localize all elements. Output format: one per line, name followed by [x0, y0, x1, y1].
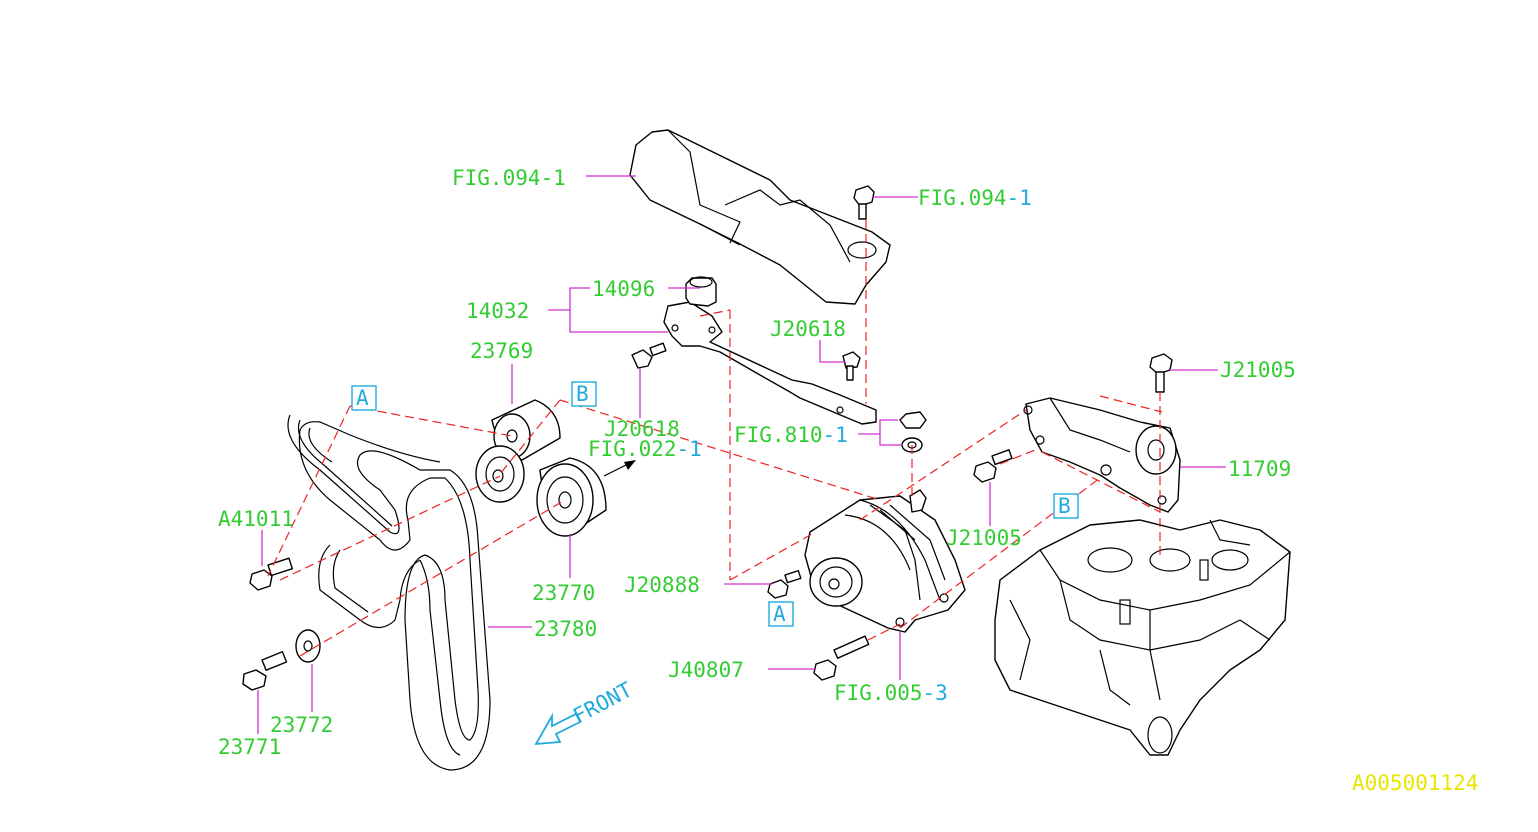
bracket-11709-drawing — [1023, 397, 1181, 513]
bolt-j20888-drawing — [767, 569, 802, 599]
label-fig005-text: FIG.005 — [834, 681, 923, 705]
pulley-23770-drawing — [536, 457, 607, 537]
bolt-j40807-drawing — [813, 635, 870, 681]
label-fig094-left-suffix: -1 — [541, 166, 566, 190]
engine-cover-drawing — [629, 129, 891, 305]
label-fig005-suffix: -3 — [923, 681, 948, 705]
alternator-drawing — [804, 489, 966, 633]
alignment-lines — [267, 220, 1163, 657]
label-fig810[interactable]: FIG.810-1 — [734, 423, 848, 447]
label-fig094-right[interactable]: FIG.094-1 — [918, 186, 1032, 210]
ref-box-b-right-label: B — [1058, 494, 1071, 518]
drive-belt-23780-drawing — [287, 414, 491, 771]
damper-14096-drawing — [685, 276, 717, 307]
diagram-id: A005001124 — [1352, 771, 1478, 795]
label-j20618-left[interactable]: J20618 — [604, 417, 680, 441]
svg-text:FIG.022-1: FIG.022-1 — [588, 437, 702, 461]
ref-box-a-top[interactable]: A — [351, 385, 377, 411]
label-j20888[interactable]: J20888 — [624, 573, 700, 597]
label-14032[interactable]: 14032 — [466, 299, 529, 323]
label-fig022-suffix: -1 — [677, 437, 702, 461]
ref-box-b-top-label: B — [576, 382, 589, 406]
label-j21005-mid[interactable]: J21005 — [946, 526, 1022, 550]
label-fig094-right-suffix: -1 — [1007, 186, 1032, 210]
svg-text:FIG.094-1: FIG.094-1 — [918, 186, 1032, 210]
front-label: FRONT — [569, 677, 636, 728]
nut-washer-drawing — [899, 411, 927, 453]
label-23780[interactable]: 23780 — [534, 617, 597, 641]
bolt-23771-drawing — [242, 651, 288, 691]
label-23771[interactable]: 23771 — [218, 735, 281, 759]
bracket-14032-drawing — [663, 301, 877, 425]
bolt-j20618-left-drawing — [631, 342, 667, 369]
label-23770[interactable]: 23770 — [532, 581, 595, 605]
label-j20618-right[interactable]: J20618 — [770, 317, 846, 341]
label-23769[interactable]: 23769 — [470, 339, 533, 363]
label-fig022-text: FIG.022 — [588, 437, 677, 461]
label-fig094-left[interactable]: FIG.094-1 — [452, 166, 566, 190]
ref-box-a-alt-label: A — [773, 602, 786, 626]
idler-pulley-23769-drawing — [475, 399, 561, 503]
plate-23772-drawing — [295, 629, 321, 663]
ref-box-a-top-label: A — [356, 386, 369, 410]
label-fig810-suffix: -1 — [823, 423, 848, 447]
label-23772[interactable]: 23772 — [270, 713, 333, 737]
label-a41011[interactable]: A41011 — [218, 507, 294, 531]
label-j40807[interactable]: J40807 — [668, 658, 744, 682]
ref-box-b-top[interactable]: B — [571, 381, 597, 407]
label-fig094-left-text: FIG.094 — [452, 166, 541, 190]
label-j21005-top[interactable]: J21005 — [1220, 358, 1296, 382]
bolt-a41011-drawing — [249, 557, 294, 591]
label-fig022[interactable]: FIG.022-1 — [588, 437, 702, 461]
ref-box-a-alt[interactable]: A — [768, 601, 794, 627]
label-fig810-text: FIG.810 — [734, 423, 823, 447]
label-fig005[interactable]: FIG.005-3 — [834, 681, 948, 705]
cover-bolt-drawing — [853, 185, 875, 220]
leader-lines — [257, 175, 1226, 734]
svg-text:FIG.005-3: FIG.005-3 — [834, 681, 948, 705]
svg-text:FIG.810-1: FIG.810-1 — [734, 423, 848, 447]
front-arrow — [534, 712, 582, 746]
ref-box-b-right[interactable]: B — [1053, 493, 1079, 519]
bolt-j20618-right-drawing — [842, 351, 861, 381]
svg-text:FIG.094-1: FIG.094-1 — [452, 166, 566, 190]
fig022-arrow — [603, 460, 636, 477]
engine-block-drawing — [994, 519, 1291, 756]
bolt-j21005-top-drawing — [1149, 353, 1173, 393]
label-11709[interactable]: 11709 — [1228, 457, 1291, 481]
bolt-j21005-mid-drawing — [973, 449, 1013, 483]
label-fig094-right-text: FIG.094 — [918, 186, 1007, 210]
label-14096[interactable]: 14096 — [592, 277, 655, 301]
